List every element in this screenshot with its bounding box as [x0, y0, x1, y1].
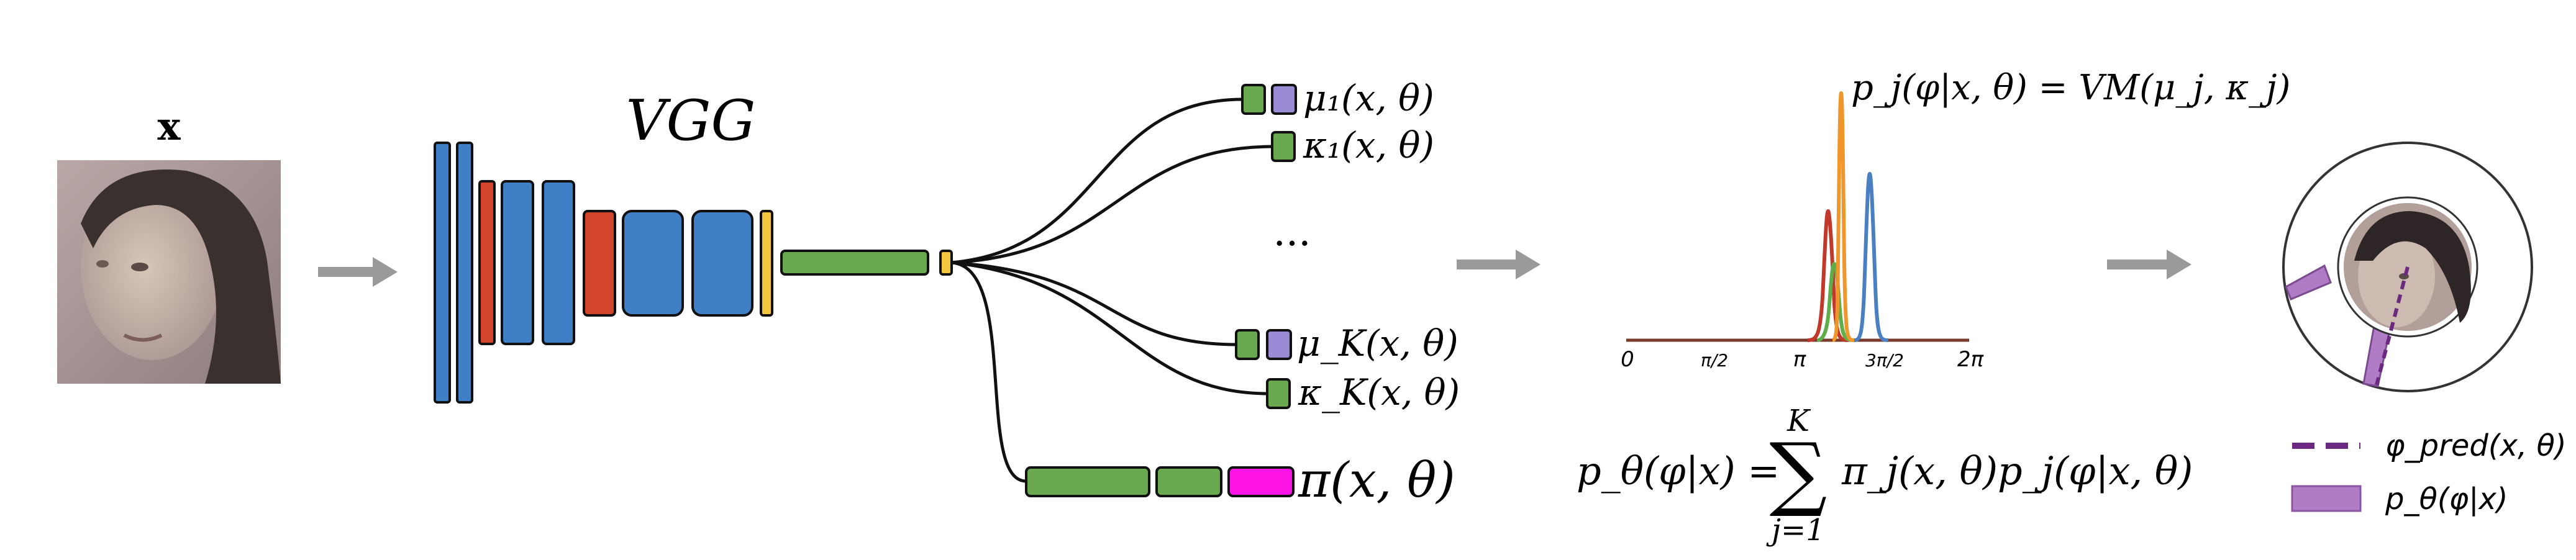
input-label: x — [158, 104, 181, 149]
kappa-1-label: κ₁(x, θ) — [1303, 124, 1434, 166]
mu-1-label: μ₁(x, θ) — [1303, 77, 1434, 119]
conv-layer — [542, 180, 575, 345]
kappa-k-label: κ_K(x, θ) — [1298, 371, 1460, 413]
pi-label: π(x, θ) — [1298, 453, 1455, 508]
legend: φ_pred(x, θ) p_θ(φ|x) — [2291, 428, 2567, 517]
conv-layer — [434, 142, 451, 404]
x-tick-label: 3π/2 — [1865, 350, 1904, 371]
head-mu-1 — [1241, 84, 1297, 115]
x-tick-label: 0 — [1621, 347, 1634, 372]
arrow-heads-to-plot — [1457, 250, 1541, 279]
pool-layer — [760, 210, 773, 317]
von-mises-plot: 0 π/2 π 3π/2 2π — [1621, 91, 1984, 372]
pool-layer — [478, 180, 496, 345]
component-formula: p_j(φ|x, θ) = VM(μ_j, κ_j) — [1851, 68, 2290, 108]
head-kappa-k — [1266, 378, 1291, 409]
output-prediction-circle — [2282, 142, 2533, 392]
x-tick-label: 2π — [1957, 347, 1984, 372]
head-branches — [951, 97, 1275, 483]
conv-layer — [691, 210, 753, 317]
mu-k-label: μ_K(x, θ) — [1297, 322, 1459, 364]
feature-node — [939, 250, 953, 276]
vgg-label: VGG — [626, 88, 756, 153]
legend-pred-label: φ_pred(x, θ) — [2385, 428, 2567, 463]
mixture-sum-bottom: j=1 — [1766, 513, 1825, 548]
head-pi — [1025, 466, 1295, 497]
conv-layer — [456, 142, 473, 404]
x-tick-label: π — [1793, 347, 1806, 372]
legend-density-label: p_θ(φ|x) — [2385, 482, 2508, 517]
heads-ellipsis: ... — [1273, 209, 1311, 255]
arrow-plot-to-output — [2107, 250, 2191, 279]
conv-layer — [501, 180, 534, 345]
conv-layer — [622, 210, 684, 317]
pool-layer — [583, 210, 616, 317]
head-kappa-1 — [1271, 131, 1296, 162]
vm-curve-orange — [1832, 91, 1855, 342]
mixture-sum-top: K — [1786, 404, 1811, 438]
summation-symbol: ∑ — [1770, 425, 1827, 520]
legend-density-swatch — [2291, 485, 2362, 512]
arrow-input-to-vgg — [318, 257, 398, 287]
vgg-backbone — [434, 142, 953, 404]
fc-layer — [780, 250, 929, 276]
predicted-direction-line — [2375, 266, 2410, 386]
density-wedge-left — [2285, 264, 2332, 300]
input-face-image — [57, 160, 281, 384]
head-mu-k — [1235, 329, 1292, 360]
mixture-rhs: π_j(x, θ)p_j(φ|x, θ) — [1841, 448, 2193, 494]
mixture-formula: p_θ(φ|x) = K ∑ j=1 π_j(x, θ)p_j(φ|x, θ) — [1577, 404, 2193, 548]
vm-curve-green — [1816, 261, 1855, 342]
mixture-lhs: p_θ(φ|x) = — [1577, 448, 1780, 494]
x-tick-label: π/2 — [1701, 350, 1728, 371]
vm-curve-blue — [1854, 171, 1889, 342]
